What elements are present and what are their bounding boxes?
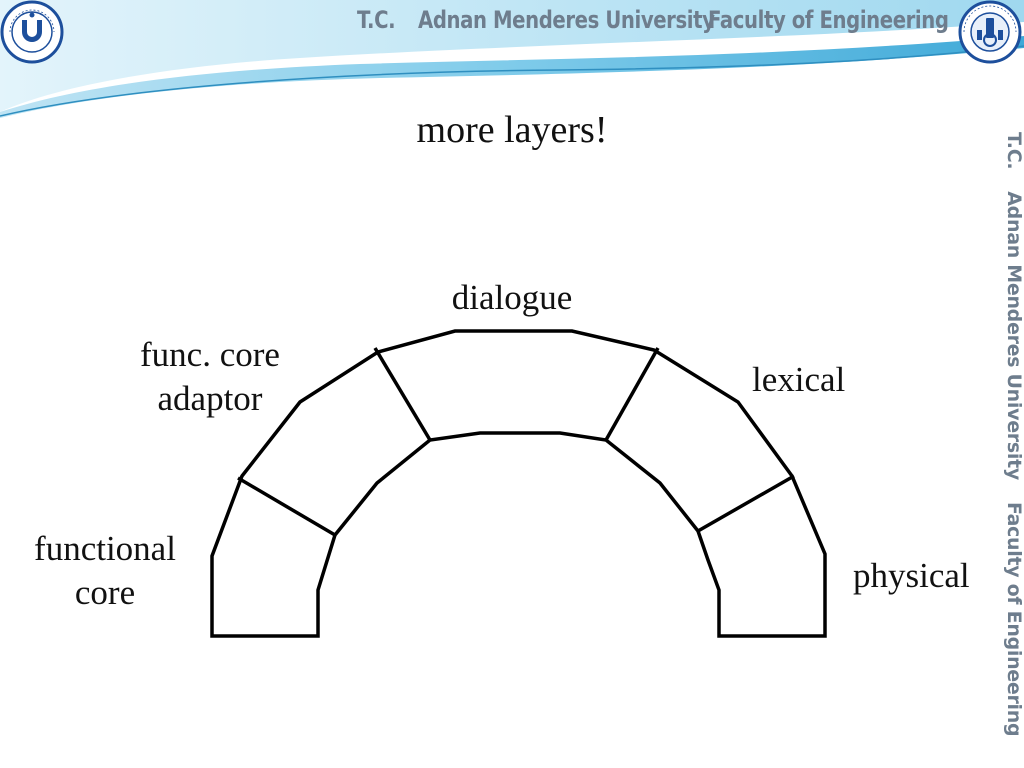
segment-divider-adaptor (373, 347, 432, 441)
header-tc: T.C. (357, 6, 396, 34)
label-lexical: lexical (752, 360, 846, 399)
label-func-core-adaptor-line1: func. core (140, 335, 280, 374)
label-functional-core-line2: core (74, 573, 136, 612)
segment-divider-functional-core (237, 476, 336, 537)
engineering-faculty-logo (958, 0, 1022, 64)
university-seal-logo (0, 0, 64, 64)
label-func-core-adaptor-line2: adaptor (157, 379, 263, 418)
label-dialogue: dialogue (451, 278, 573, 317)
segment-divider-lexical (697, 474, 795, 533)
slide-title: more layers! (416, 109, 608, 151)
header-faculty-name: Faculty of Engineering (708, 6, 949, 34)
banner-swoosh-blue (0, 36, 1024, 118)
header-banner (0, 0, 1024, 118)
banner-line (0, 45, 1024, 117)
label-functional-core-line1: functional (34, 529, 176, 568)
segment-divider-dialogue (604, 347, 660, 441)
header-university-name: Adnan Menderes University (418, 6, 715, 34)
banner-swoosh-light (0, 0, 1024, 112)
arch-outer-outline (210, 329, 827, 638)
label-physical: physical (853, 556, 970, 595)
